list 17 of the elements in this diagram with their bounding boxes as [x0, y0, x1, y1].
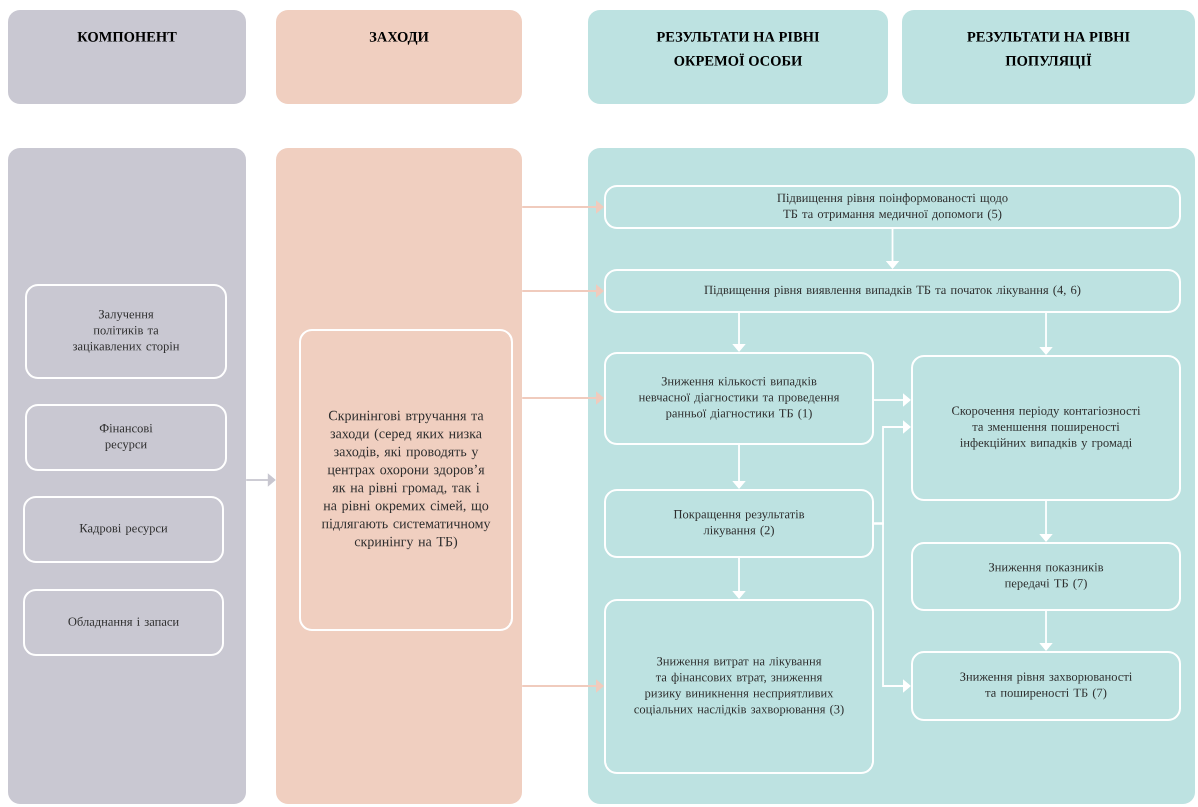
outcome-box: Зниження показників передачі ТБ (7): [911, 542, 1181, 611]
component-box: Обладнання і запаси: [23, 589, 224, 656]
outcome-box: Зниження кількості випадків невчасної діагностики та проведення ранньої діагностики ТБ (1): [604, 352, 874, 445]
column-header: РЕЗУЛЬТАТИ НА РІВНІ ПОПУЛЯЦІЇ: [902, 10, 1195, 104]
outcome-box: Зниження витрат на лікування та фінансових втрат, зниження ризику виникнення несприятливих соціальних наслідків захворювання (3): [604, 599, 874, 774]
column-header: КОМПОНЕНТ: [8, 10, 246, 104]
outcome-box: Скорочення періоду контагіозності та зменшення поширеності інфекційних випадків у громаді: [911, 355, 1181, 501]
outcome-box: Підвищення рівня поінформованості щодо ТБ та отримання медичної допомоги (5): [604, 185, 1181, 229]
outcome-box: Зниження рівня захворюваності та поширеності ТБ (7): [911, 651, 1181, 721]
component-box: Фінансові ресурси: [25, 404, 227, 471]
component-box: Кадрові ресурси: [23, 496, 224, 563]
measure-box: Скринінгові втручання та заходи (серед яких низка заходів, які проводять у центрах охорони здоров’я як на рівні громад, так і на рівні окремих сімей, що підлягають систематичному скринінгу на ТБ): [299, 329, 513, 631]
component-box: Залучення політиків та зацікавлених сторін: [25, 284, 227, 379]
column-header: ЗАХОДИ: [276, 10, 522, 104]
outcome-box: Підвищення рівня виявлення випадків ТБ та початок лікування (4, 6): [604, 269, 1181, 313]
outcome-box: Покращення результатів лікування (2): [604, 489, 874, 558]
column-header: РЕЗУЛЬТАТИ НА РІВНІ ОКРЕМОЇ ОСОБИ: [588, 10, 888, 104]
